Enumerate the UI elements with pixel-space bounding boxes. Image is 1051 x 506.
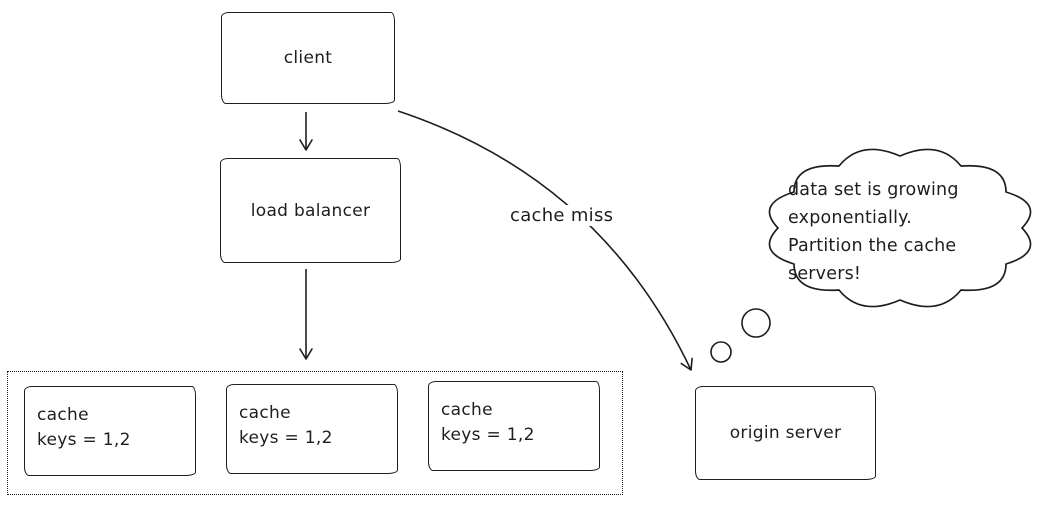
load-balancer-node: load balancer: [220, 158, 401, 263]
origin-server-node: origin server: [695, 386, 876, 480]
cache-node-3: cache keys = 1,2: [428, 381, 600, 471]
thought-bubble-text-line-4: servers!: [788, 264, 862, 284]
client-node: client: [221, 12, 395, 104]
cache-miss-edge-label: cache miss: [507, 205, 617, 226]
thought-bubble-text-line-2: exponentially.: [788, 208, 912, 228]
cache-node-2: cache keys = 1,2: [226, 384, 398, 474]
cache-node-1-name: cache: [37, 405, 89, 425]
cache-miss-arrow: [397, 110, 693, 371]
client-node-label: client: [283, 48, 333, 68]
cache-node-3-name: cache: [441, 400, 493, 420]
thought-bubble-text-line-3: Partition the cache: [788, 236, 957, 256]
thought-bubble-circle-small: [710, 341, 732, 363]
cache-node-3-keys: keys = 1,2: [441, 425, 535, 445]
cache-node-1-keys: keys = 1,2: [37, 430, 131, 450]
cache-cluster-group: [7, 371, 623, 495]
load-balancer-node-label: load balancer: [250, 200, 371, 221]
cache-node-1: cache keys = 1,2: [24, 386, 196, 476]
cache-node-2-name: cache: [239, 403, 291, 423]
thought-bubble-cloud: [768, 148, 1032, 308]
cache-node-2-keys: keys = 1,2: [239, 428, 333, 448]
thought-bubble-circle-large: [741, 308, 771, 338]
thought-bubble-text-line-1: data set is growing: [788, 180, 959, 200]
origin-server-node-label: origin server: [729, 423, 842, 443]
thought-bubble-text: data set is growing exponentially. Parti…: [788, 176, 1024, 288]
